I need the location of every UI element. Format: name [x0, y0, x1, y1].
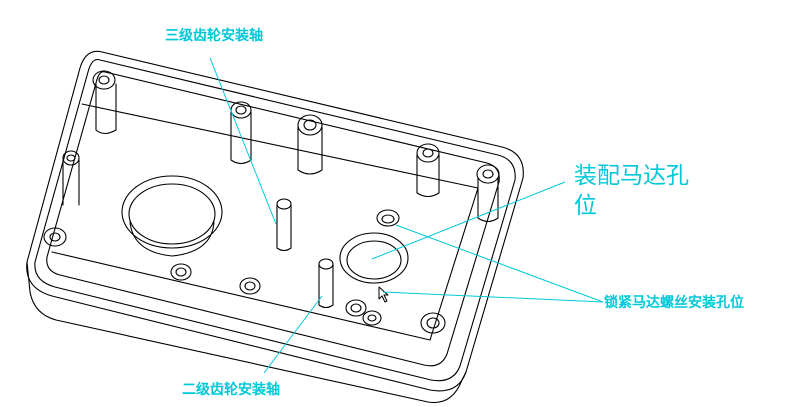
label-motor-hole-line1: 装配马达孔 [574, 163, 689, 189]
label-motor-hole: 装配马达孔 位 [574, 161, 689, 221]
leader-screw-hole-2 [382, 291, 604, 303]
label-motor-screw-holes: 锁紧马达螺丝安装孔位 [604, 295, 744, 311]
housing-rim-edge [34, 58, 516, 382]
housing-inner-wall [46, 71, 500, 367]
label-second-gear-shaft: 二级齿轮安装轴 [182, 382, 280, 398]
label-third-gear-shaft: 三级齿轮安装轴 [165, 28, 263, 44]
leader-third-gear-shaft [209, 57, 277, 225]
leader-second-gear-shaft [263, 295, 323, 374]
leader-motor-hole [371, 181, 566, 260]
label-motor-hole-line2: 位 [574, 193, 597, 219]
leader-screw-hole-1 [395, 224, 604, 303]
housing-outer-rim [26, 50, 524, 392]
housing-floor-edge [51, 103, 479, 341]
housing-bottom-edge [26, 261, 467, 404]
